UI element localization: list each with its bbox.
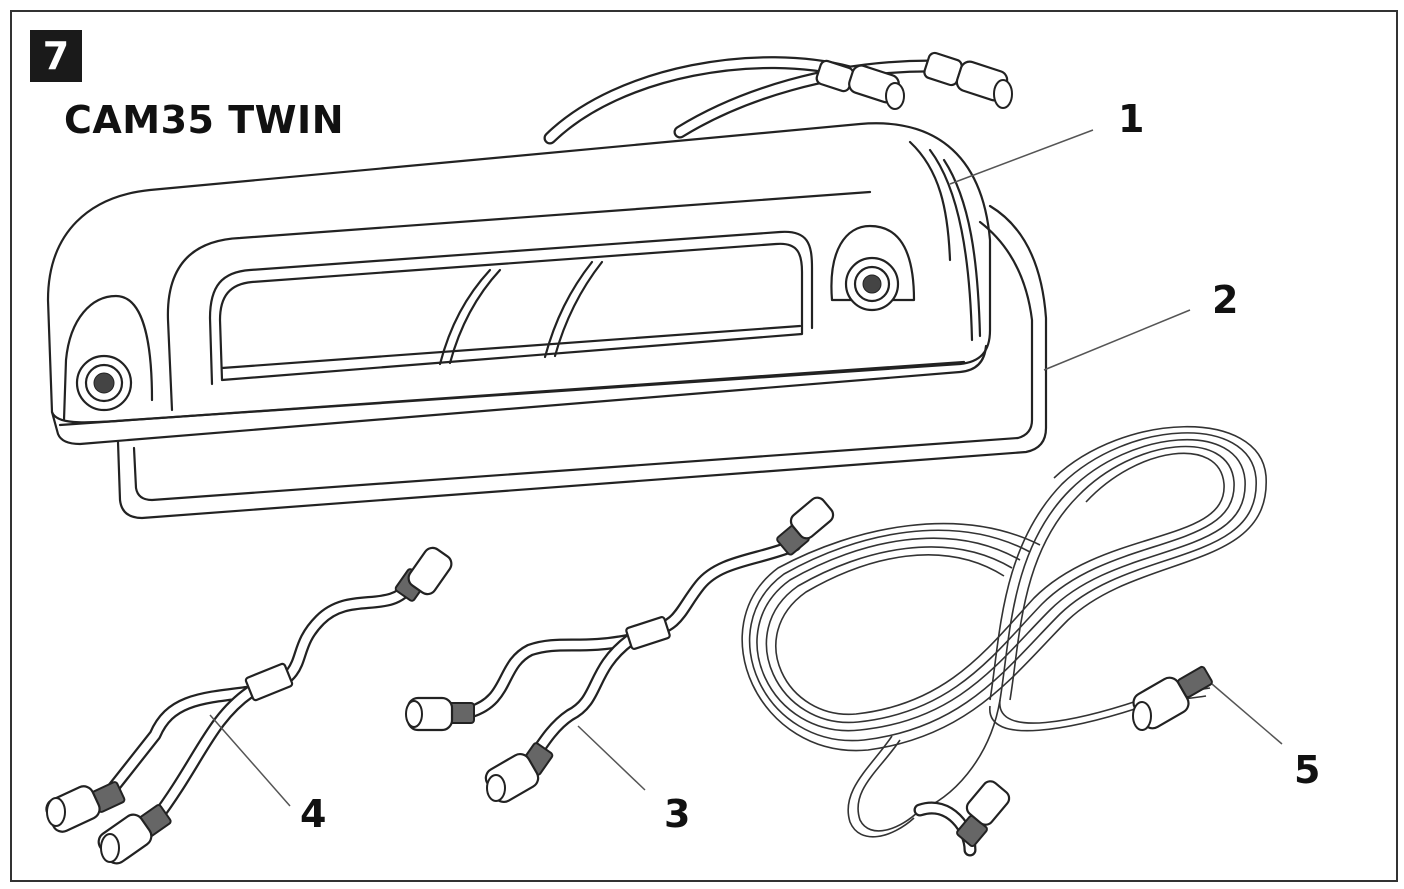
callout-5: 5 [1294,748,1321,792]
top-cables [543,51,1013,145]
coiled-cable-part-5 [741,425,1267,857]
top-connector-1 [815,59,905,110]
leader-line-2 [1043,309,1191,371]
y-cable-part-4 [45,546,453,865]
callout-3: 3 [664,792,691,836]
gasket-plate [116,204,1048,520]
callout-1: 1 [1118,97,1145,141]
leader-lines [209,129,1283,807]
p3-bottom-connector [484,742,554,804]
figure-title: CAM35 TWIN [64,98,344,142]
left-camera-lens [62,294,154,422]
y-cable-part-3 [405,496,835,804]
leader-line-5 [1211,683,1283,745]
step-number-badge: 7 [30,30,82,82]
figure-frame [10,10,1398,882]
callout-2: 2 [1212,278,1239,322]
p4-top-connector [394,546,453,602]
p3-top-connector [776,496,835,556]
leader-line-3 [577,725,646,791]
callout-4: 4 [300,792,327,836]
p4-right-connector [97,804,172,865]
top-connector-2 [923,51,1013,109]
p3-left-connector [405,696,475,732]
p5-right-connector [1132,665,1213,731]
right-camera-lens [830,224,916,312]
p5-bottom-connector [956,780,1011,848]
p4-left-connector [45,781,126,833]
leader-line-1 [949,129,1094,185]
light-bar-housing [46,122,992,446]
leader-line-4 [209,714,291,807]
